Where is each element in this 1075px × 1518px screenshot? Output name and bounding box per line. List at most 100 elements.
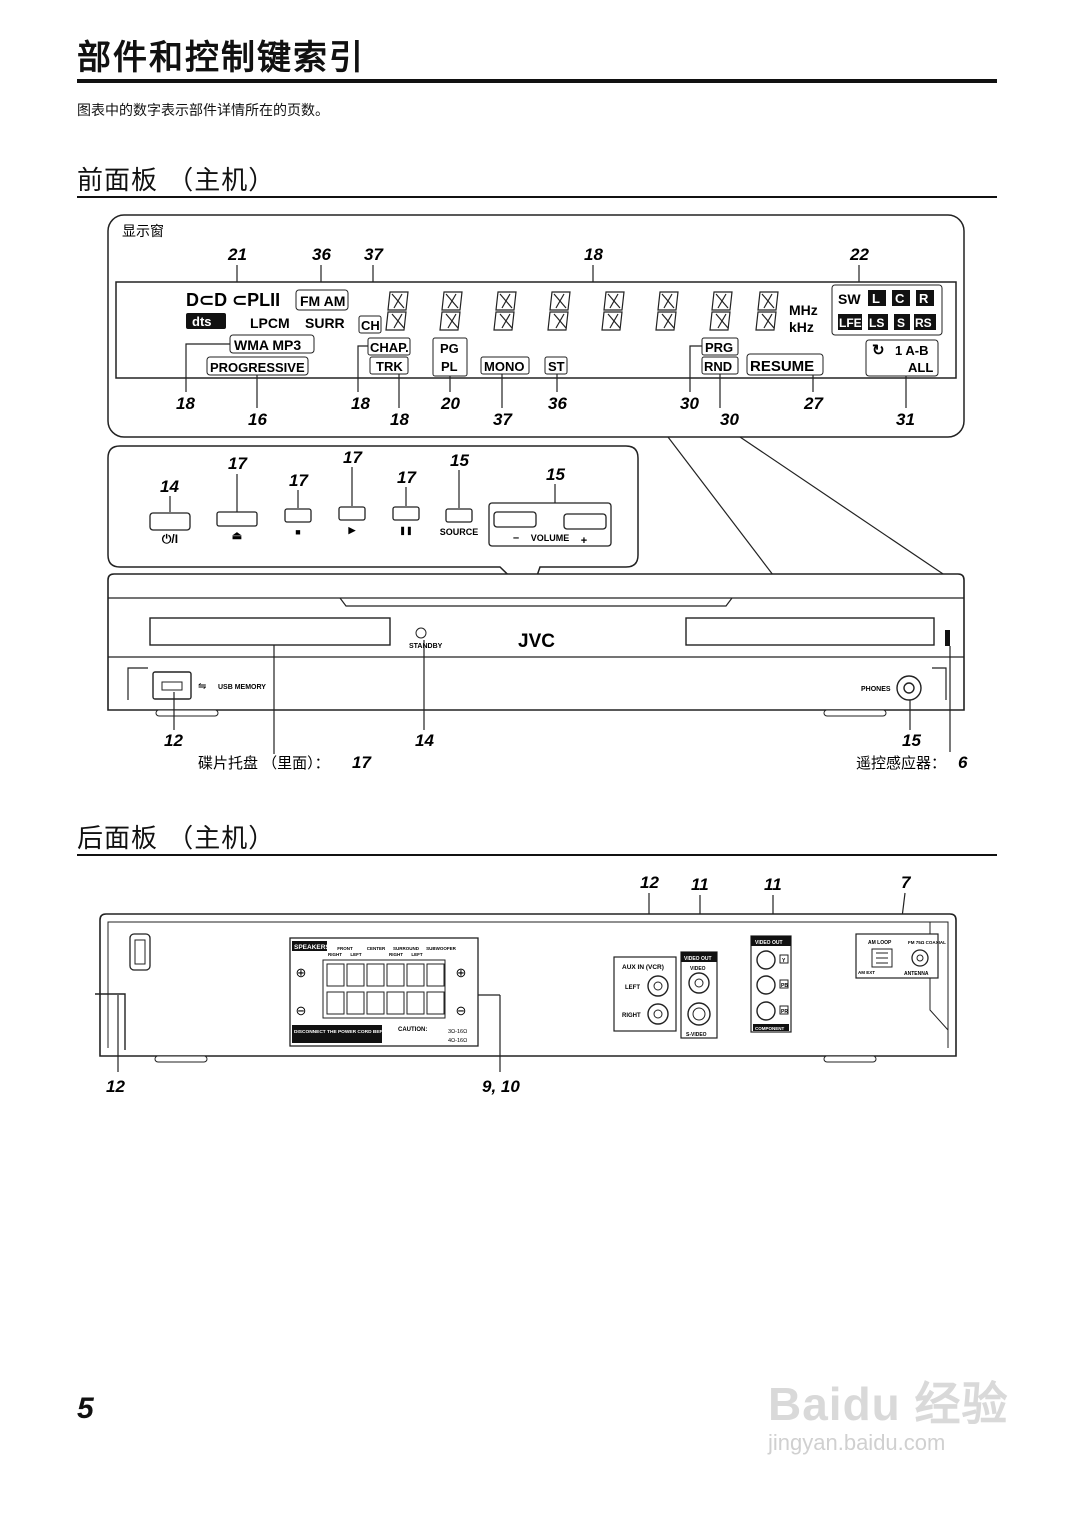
volume-down-button[interactable] [493, 511, 537, 528]
pause-button[interactable] [392, 506, 420, 521]
lpcm-indicator: LPCM [250, 315, 290, 331]
callout-num: 20 [440, 394, 460, 413]
center-label: CENTER [367, 946, 386, 951]
pr-label: PR [781, 1009, 788, 1015]
callout-num: 30 [680, 394, 699, 413]
usb-icon: ⇋ [198, 681, 206, 692]
disc-tray[interactable] [149, 617, 391, 646]
y-label: Y [782, 958, 786, 964]
lfe-indicator: LFE [839, 316, 862, 330]
volume-label: VOLUME [531, 533, 570, 543]
fm-am-indicator: FM AM [300, 293, 345, 309]
component-title: VIDEO OUT [755, 940, 783, 946]
page-number: 5 [77, 1392, 94, 1425]
r-indicator: R [919, 291, 929, 306]
left-label: LEFT [350, 952, 361, 957]
callout-num: 18 [176, 394, 195, 413]
repeat-icon: ↻ [872, 342, 885, 359]
pause-icon: ❚❚ [399, 526, 412, 536]
callout-num: 12 [164, 731, 183, 750]
callout-num: 12 [640, 873, 659, 892]
disc-tray-num: 17 [352, 753, 372, 772]
unit-front-body [107, 573, 965, 711]
pl-indicator: PL [441, 359, 458, 374]
am-loop-label: AM LOOP [868, 940, 892, 946]
impedance-spec1: 3Ω-16Ω [448, 1029, 467, 1035]
power-icon: ⏻/I [162, 532, 178, 546]
intro-text: 图表中的数字表示部件详情所在的页数。 [77, 103, 329, 119]
component-pb-jack[interactable] [756, 975, 776, 995]
remote-sensor-label: 遥控感应器： [856, 754, 946, 772]
eject-button[interactable] [216, 511, 258, 527]
callout-num: 15 [546, 465, 565, 484]
ls-indicator: LS [869, 316, 884, 330]
c-indicator: C [895, 291, 905, 306]
chap-indicator: CHAP. [370, 340, 409, 355]
disconnect-warning: DISCONNECT THE POWER CORD BEFORE CONNECT… [294, 1029, 455, 1035]
eject-icon: ⏏ [232, 530, 243, 542]
unit-rear-body [99, 913, 957, 1057]
left-label: LEFT [411, 952, 422, 957]
svg-text:⊖: ⊖ [456, 1003, 467, 1018]
caution-label: CAUTION: [398, 1027, 427, 1033]
repeat-indicator: 1 A-B [895, 343, 928, 358]
video-label: VIDEO [690, 966, 706, 972]
front-label: FRONT [337, 946, 353, 951]
component-y-jack[interactable] [756, 950, 776, 970]
trk-indicator: TRK [376, 359, 403, 374]
sw-indicator: SW [838, 291, 861, 307]
s-video-label: S-VIDEO [686, 1032, 707, 1038]
volume-up-button[interactable] [563, 513, 607, 530]
callout-num: 12 [106, 1077, 125, 1096]
aux-right-label: RIGHT [622, 1013, 641, 1019]
front-panel-diagram: 显示窗 21 36 37 18 22 D⊂D ⊂PLII FM AM dts L… [107, 214, 968, 772]
subwoofer-label: SUBWOOFER [426, 946, 456, 951]
component-pr-jack[interactable] [756, 1001, 776, 1021]
surr-indicator: SURR [305, 315, 345, 331]
callout-num: 18 [584, 245, 603, 264]
callout-num: 16 [248, 410, 267, 429]
right-label: RIGHT [328, 952, 342, 957]
page-title: 部件和控制键索引 [77, 38, 365, 78]
callout-num: 22 [849, 245, 869, 264]
callout-num: 21 [227, 245, 247, 264]
aux-left-label: LEFT [625, 985, 640, 991]
usb-label: USB MEMORY [218, 684, 266, 691]
callout-num: 17 [397, 468, 417, 487]
stop-button[interactable] [284, 508, 312, 523]
antenna-label: ANTENNA [904, 971, 929, 977]
source-label: SOURCE [440, 527, 479, 537]
speaker-terminals[interactable] [326, 963, 445, 1015]
digit-segments [385, 291, 779, 331]
watermark-url: jingyan.baidu.com [768, 1430, 946, 1455]
standby-indicator [415, 627, 427, 639]
rs-indicator: RS [915, 316, 932, 330]
front-heading-rule [77, 196, 997, 198]
prg-indicator: PRG [705, 340, 733, 355]
s-indicator: S [897, 316, 905, 330]
callout-num: 31 [896, 410, 915, 429]
source-button[interactable] [445, 508, 473, 523]
speakers-title: SPEAKERS [294, 944, 330, 951]
khz-indicator: kHz [789, 319, 814, 335]
play-button[interactable] [338, 506, 366, 521]
pg-indicator: PG [440, 341, 459, 356]
callout-num: 18 [351, 394, 370, 413]
st-indicator: ST [548, 359, 565, 374]
aux-in-panel [613, 956, 677, 1032]
callout-num: 17 [289, 471, 309, 490]
volume-plus-label: + [581, 535, 587, 547]
wma-mp3-indicator: WMA MP3 [234, 337, 301, 353]
dolby-indicator: D⊂D ⊂PLII [186, 290, 280, 310]
callout-num: 15 [902, 731, 921, 750]
stop-icon: ■ [295, 527, 300, 537]
remote-sensor [945, 630, 950, 646]
svg-text:⊕: ⊕ [296, 965, 307, 980]
callout-num: 11 [691, 875, 709, 894]
buttons-callout [107, 445, 639, 598]
title-rule [77, 79, 997, 83]
pb-label: PB [781, 983, 788, 989]
callout-num: 30 [720, 410, 739, 429]
foot-left [155, 709, 219, 717]
power-button[interactable] [149, 512, 191, 531]
